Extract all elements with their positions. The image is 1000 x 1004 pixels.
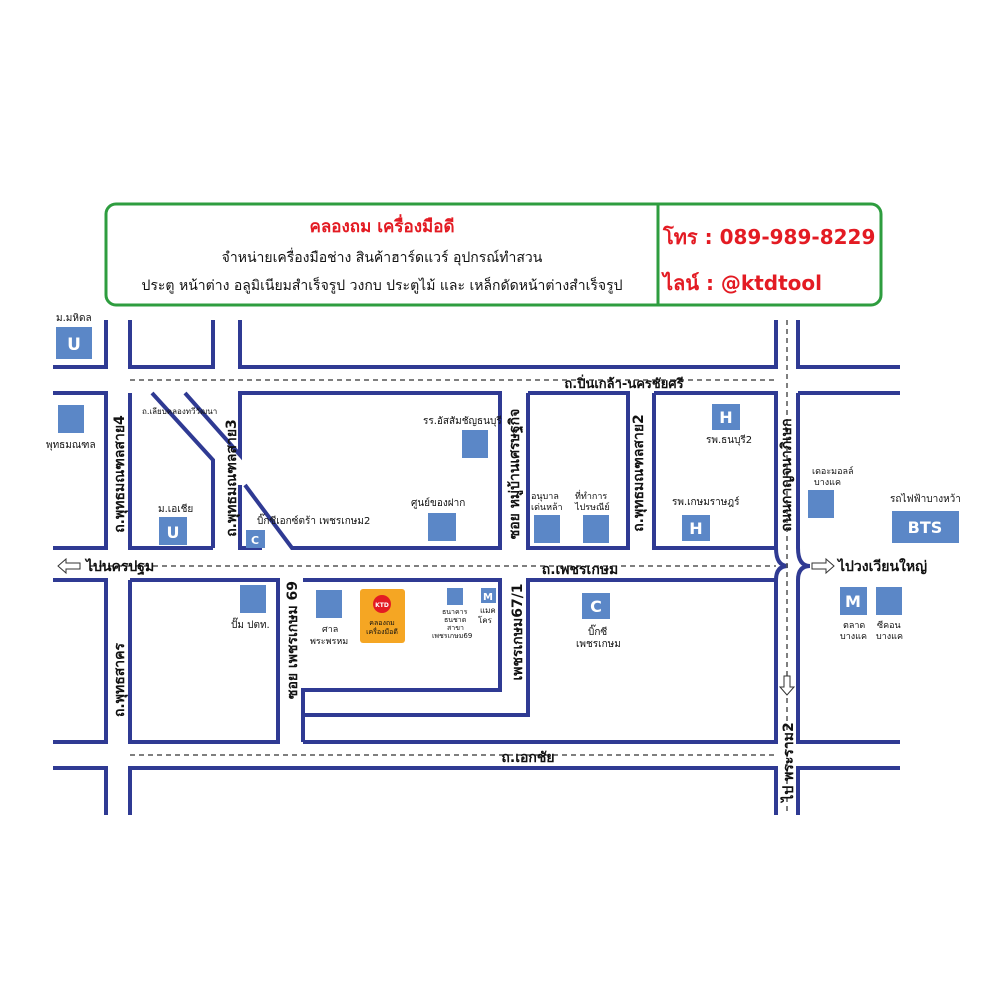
road-edge bbox=[303, 578, 778, 744]
road-label-phetkasem67-1: เพชรเกษม67/1 bbox=[510, 583, 526, 680]
road-label-soi-phetkasem69: ซอย เพชรเกษม 69 bbox=[285, 581, 301, 699]
road-edge bbox=[774, 547, 789, 581]
road-edge bbox=[128, 578, 280, 744]
market-icon: M bbox=[483, 592, 493, 603]
label-kasemrad: รพ.เกษมราษฎร์ bbox=[672, 496, 740, 508]
bts-label: BTS bbox=[908, 518, 943, 537]
store-icon: C bbox=[251, 534, 259, 547]
road-label-ekkachai: ถ.เอกชัย bbox=[501, 750, 554, 766]
label-thonburi2: รพ.ธนบุรี2 bbox=[706, 434, 752, 446]
road-edge bbox=[796, 580, 900, 744]
road-edge bbox=[150, 391, 215, 548]
thonburi2-marker bbox=[712, 404, 740, 430]
road-label-pinklao: ถ.ปิ่นเกล้า-นครชัยศรี bbox=[564, 374, 683, 392]
kindergarten-marker bbox=[534, 515, 560, 543]
line-id: ไลน์ : @ktdtool bbox=[661, 271, 822, 295]
market-icon: M bbox=[845, 592, 861, 611]
road-label-phetkasem: ถ.เพชรเกษม bbox=[542, 562, 619, 578]
header-line2: ประตู หน้าต่าง อลูมิเนียมสำเร็จรูป วงกบ … bbox=[142, 276, 623, 294]
label-ktd-shop: คลองถมเครื่องมือดี bbox=[366, 619, 398, 636]
road-label-kanchanaphisek: ถนนกาญจนาภิเษก bbox=[779, 418, 795, 531]
label-mahidol: ม.มหิดล bbox=[56, 313, 92, 324]
label-to-nakhon-pathom: ไปนครปฐม bbox=[84, 557, 154, 576]
ptt-marker bbox=[240, 585, 266, 613]
road-edge bbox=[53, 391, 108, 550]
label-makro: แมคโคร bbox=[478, 606, 496, 625]
the-mall-marker bbox=[808, 490, 834, 518]
road-edge bbox=[128, 320, 215, 369]
arrow-right-icon bbox=[811, 557, 835, 575]
label-shrine: ศาลพระพรหม bbox=[310, 625, 348, 647]
school-marker bbox=[462, 430, 488, 458]
makro-marker bbox=[481, 588, 496, 603]
road-edge bbox=[526, 391, 630, 550]
phone-number: โทร : 089-989-8229 bbox=[662, 225, 875, 249]
shrine-marker bbox=[316, 590, 342, 618]
ktd-shop-marker bbox=[360, 589, 405, 643]
university-icon: U bbox=[167, 523, 180, 542]
label-bts-station: รถไฟฟ้าบางหว้า bbox=[890, 493, 961, 505]
bts-marker bbox=[892, 511, 959, 543]
road-edge bbox=[128, 766, 778, 815]
hospital-icon: H bbox=[689, 519, 702, 538]
road-edge bbox=[796, 547, 811, 581]
header-box bbox=[104, 202, 883, 307]
seacon-marker bbox=[876, 587, 902, 615]
road-edge bbox=[301, 578, 502, 742]
road-edge bbox=[53, 766, 108, 815]
label-market: ตลาดบางแค bbox=[840, 621, 867, 642]
ktd-logo-icon bbox=[373, 595, 391, 613]
post-office-marker bbox=[583, 515, 609, 543]
label-school: รร.อัสสัมชัญธนบุรี bbox=[423, 415, 502, 427]
big-c-extra-marker bbox=[246, 530, 265, 548]
shop-name: คลองถม เครื่องมือดี bbox=[310, 214, 455, 237]
kasemrad-marker bbox=[682, 515, 710, 541]
label-kindergarten: อนุบาลเด่นหล้า bbox=[531, 492, 563, 513]
label-post-office: ที่ทำการไปรษณีย์ bbox=[574, 489, 610, 513]
label-ptt: ปั๊ม ปตท. bbox=[231, 617, 270, 631]
road-label-phutthamonthon3: ถ.พุทธมณฑลสาย3 bbox=[224, 419, 240, 537]
road-label-khlong-thawi: ถ.เลียบคลองทวีวัฒนา bbox=[142, 407, 217, 416]
arrow-down-icon bbox=[778, 675, 796, 696]
road-label-soi-moo-ban: ซอย หมู่บ้านเศรษฐกิจ bbox=[507, 409, 524, 540]
university-icon: U bbox=[67, 335, 81, 355]
label-bank: ธนาคารธนชาตสาขาเพชรเกษม69 bbox=[432, 608, 472, 640]
phutthamonthon-marker bbox=[58, 405, 84, 433]
road-label-phutthamonthon4: ถ.พุทธมณฑลสาย4 bbox=[112, 415, 128, 533]
label-big-c-extra: บิ๊กซีเอกซ์ตร้า เพชรเกษม2 bbox=[257, 513, 370, 527]
road-edge bbox=[796, 766, 900, 815]
shop-center-marker bbox=[428, 513, 456, 541]
road-edge bbox=[53, 578, 108, 744]
store-icon: C bbox=[590, 597, 602, 616]
market-marker bbox=[840, 587, 867, 615]
road-edge bbox=[128, 393, 213, 550]
label-seacon: ซีคอนบางแค bbox=[876, 620, 903, 642]
label-phutthamonthon: พุทธมณฑล bbox=[46, 440, 96, 451]
asia-marker bbox=[159, 517, 187, 545]
road-label-phutthasakhon: ถ.พุทธสาคร bbox=[112, 642, 128, 717]
bank-marker bbox=[447, 588, 463, 605]
header-line1: จำหน่ายเครื่องมือช่าง สินค้าฮาร์ดแวร์ อุ… bbox=[222, 248, 543, 266]
road-edge bbox=[238, 320, 778, 369]
road-label-rama2: ไป พระราม2 bbox=[779, 722, 797, 803]
label-the-mall: เดอะมอลล์บางแค bbox=[812, 465, 854, 488]
label-to-wongwian-yai: ไปวงเวียนใหญ่ bbox=[836, 557, 927, 575]
label-shop-center: ศูนย์ของฝาก bbox=[411, 497, 465, 509]
label-big-c: บิ๊กซีเพชรเกษม bbox=[576, 624, 621, 650]
hospital-icon: H bbox=[719, 408, 732, 427]
mahidol-marker bbox=[56, 327, 92, 359]
ktd-badge: KTD bbox=[375, 602, 389, 609]
road-label-phutthamonthon2: ถ.พุทธมณฑลสาย2 bbox=[631, 414, 647, 532]
arrow-left-icon bbox=[57, 557, 81, 575]
label-asia: ม.เอเชีย bbox=[158, 503, 193, 515]
big-c-marker bbox=[582, 593, 610, 619]
road-edge bbox=[53, 320, 108, 369]
road-edge bbox=[183, 391, 502, 550]
road-edge bbox=[796, 320, 900, 369]
